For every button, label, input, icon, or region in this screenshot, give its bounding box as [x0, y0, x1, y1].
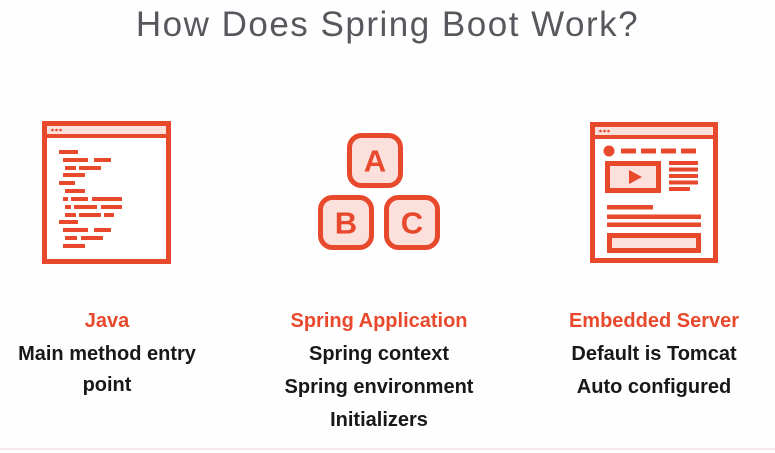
- column-detail: Spring environment: [284, 376, 474, 398]
- column-spring-application: A B C Spring Application Spring context …: [272, 0, 486, 453]
- block-c: [384, 195, 440, 250]
- column-text-server: Embedded Server Default is Tomcat Auto c…: [547, 309, 761, 405]
- column-text-java: Java Main method entry point: [0, 309, 214, 403]
- block-letter-c: C: [401, 206, 423, 241]
- column-text-spring: Spring Application Spring context Spring…: [272, 309, 486, 438]
- column-heading-server: Embedded Server: [568, 310, 740, 332]
- nav-row: [603, 145, 696, 157]
- window-titlebar: [595, 127, 713, 139]
- column-detail: Spring context: [308, 343, 449, 365]
- video-player: [605, 161, 661, 193]
- column-embedded-server: Embedded Server Default is Tomcat Auto c…: [547, 0, 761, 453]
- abc-blocks-icon: A B C: [318, 133, 440, 250]
- browser-video-icon: [590, 122, 718, 263]
- column-detail: Default is Tomcat: [571, 343, 737, 365]
- bottom-edge-line: [0, 448, 775, 450]
- column-java: Java Main method entry point: [0, 0, 214, 453]
- column-heading-spring: Spring Application: [290, 310, 468, 332]
- body-text-lines: [607, 205, 701, 227]
- column-detail: Initializers: [330, 409, 428, 431]
- block-letter-b: B: [335, 206, 357, 241]
- footer-banner: [607, 233, 701, 253]
- column-detail: Auto configured: [576, 376, 732, 398]
- column-heading-java: Java: [84, 310, 130, 332]
- block-letter-a: A: [364, 144, 386, 179]
- code-window-icon: [42, 121, 171, 264]
- window-titlebar: [47, 126, 166, 138]
- block-b: [318, 195, 374, 250]
- column-detail: Main method entry point: [18, 343, 196, 396]
- play-icon: [629, 170, 642, 184]
- sidebar-text-lines: [669, 161, 698, 191]
- block-a: [347, 133, 403, 188]
- page-title: How Does Spring Boot Work?: [135, 5, 640, 44]
- code-lines: [59, 150, 122, 248]
